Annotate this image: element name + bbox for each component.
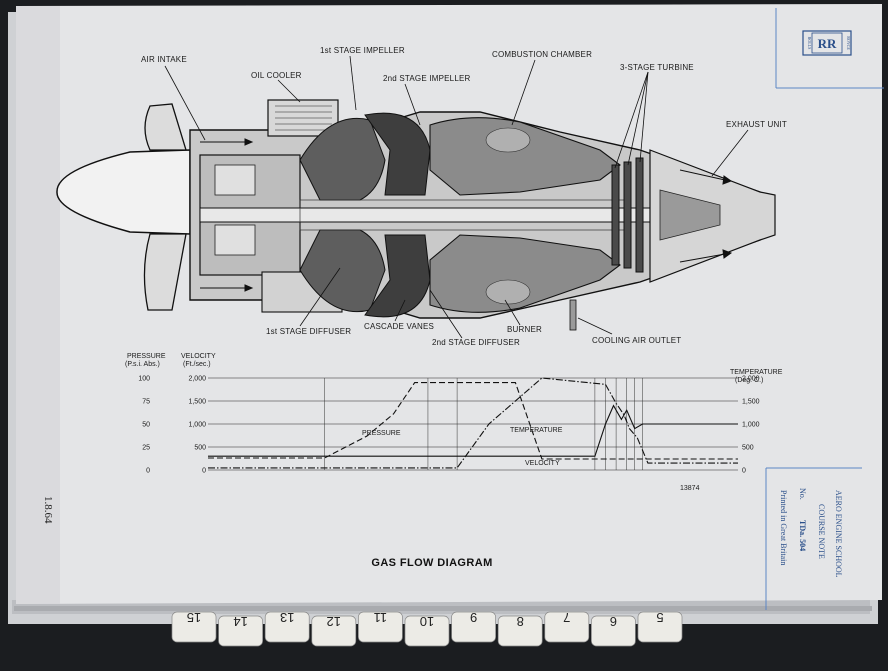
pressure-tick: 75 (142, 399, 150, 406)
airflow-arrows (200, 138, 733, 292)
pressure-tick: 0 (146, 468, 150, 475)
rr-logo-icon: RR ROLLS ROYCE (802, 30, 852, 56)
index-tab-number: 10 (420, 614, 434, 629)
label-air-intake: AIR INTAKE (141, 55, 187, 64)
drawing-reference: 13874 (680, 485, 700, 492)
series-pressure (208, 382, 738, 460)
index-tab-9: 9 (451, 610, 496, 643)
pressure-axis-unit: (P.s.i. Abs.) (125, 361, 160, 368)
printed-in-great-britain: Printed in Great Britain (779, 490, 788, 565)
velocity-tick: 2,000 (188, 376, 206, 383)
label-first-stage-diffuser: 1st STAGE DIFFUSER (266, 327, 351, 336)
index-tab-number: 7 (563, 610, 570, 625)
label-cascade-vanes: CASCADE VANES (364, 322, 434, 331)
label-oil-cooler: OIL COOLER (251, 71, 302, 80)
cooling-air-outlet (569, 299, 577, 331)
index-tab-number: 6 (610, 614, 617, 629)
index-tab-number: 5 (656, 610, 663, 625)
logo-left-word: ROLLS (807, 37, 812, 50)
index-tabs: 15 14 13 12 11 10 9 8 7 6 5 (171, 610, 683, 647)
logo-letters: RR (818, 36, 837, 51)
index-tab-number: 14 (233, 614, 247, 629)
index-tab-14: 14 (218, 614, 263, 647)
pressure-tick: 50 (142, 422, 150, 429)
course-note-no-label: No. (798, 488, 807, 500)
velocity-axis-title: VELOCITY (181, 353, 216, 360)
leader-lines (164, 55, 749, 339)
series-velocity (208, 404, 738, 457)
course-note-number: TDa. 504 (798, 520, 807, 551)
series-temperature (208, 377, 738, 469)
gas-flow-chart: PRESSURE (P.s.i. Abs.) VELOCITY (Ft./sec… (125, 353, 783, 492)
annotation-temperature: TEMPERATURE (510, 427, 563, 434)
index-tab-number: 11 (374, 610, 388, 625)
velocity-tick: 1,500 (188, 399, 206, 406)
combustion-chamber-lower (429, 234, 621, 313)
label-three-stage-turbine: 3-STAGE TURBINE (620, 63, 694, 72)
velocity-axis-unit: (Ft./sec.) (183, 361, 211, 368)
label-exhaust-unit: EXHAUST UNIT (726, 120, 787, 129)
temperature-tick: 0 (742, 468, 746, 475)
chart-series (208, 377, 738, 469)
label-second-stage-diffuser: 2nd STAGE DIFFUSER (432, 338, 520, 347)
label-first-stage-impeller: 1st STAGE IMPELLER (320, 46, 405, 55)
index-tab-5: 5 (637, 610, 683, 643)
index-tab-12: 12 (311, 614, 357, 647)
combustion-chamber-upper (429, 117, 621, 196)
index-tab-number: 15 (187, 610, 201, 625)
index-tab-7: 7 (544, 610, 590, 643)
flame-upper (485, 127, 531, 153)
label-second-stage-impeller: 2nd STAGE IMPELLER (383, 74, 471, 83)
engine-cross-section (56, 99, 776, 331)
index-tab-8: 8 (497, 614, 543, 647)
index-tab-10: 10 (404, 614, 450, 647)
annotation-velocity: VELOCITY (525, 460, 560, 467)
label-burner: BURNER (507, 325, 542, 334)
propeller-blade-upper (144, 103, 187, 151)
chart-ticks: 100 2,000 2,000 75 1,500 1,500 50 1,000 1,000 25 5… (138, 376, 759, 475)
propeller-blade-lower (143, 233, 187, 311)
temperature-tick: 1,500 (742, 399, 760, 406)
course-note-box: AERO ENGINE SCHOOL COURSE NOTE No. TDa. … (765, 467, 862, 610)
temperature-tick: 1,000 (742, 422, 760, 429)
velocity-tick: 500 (194, 445, 206, 452)
index-tab-number: 12 (327, 614, 341, 629)
component-labels: AIR INTAKE OIL COOLER 1st STAGE IMPELLER… (141, 46, 787, 347)
index-tab-6: 6 (591, 614, 636, 647)
pressure-tick: 100 (138, 376, 150, 383)
velocity-tick: 0 (202, 468, 206, 475)
label-cooling-air-outlet: COOLING AIR OUTLET (592, 336, 681, 345)
index-tab-number: 13 (280, 610, 294, 625)
logo-right-word: ROYCE (846, 36, 851, 50)
index-tab-11: 11 (358, 610, 403, 643)
index-tab-15: 15 (171, 610, 217, 643)
pressure-axis-title: PRESSURE (127, 353, 166, 360)
temperature-axis-title: TEMPERATURE (730, 369, 783, 376)
annotation-pressure: PRESSURE (362, 430, 401, 437)
three-stage-turbine (611, 157, 644, 273)
page-number: 1.8.64 (42, 496, 54, 524)
course-note-line1: AERO ENGINE SCHOOL (834, 490, 843, 578)
propeller-spinner (56, 149, 191, 235)
cascade-vanes (364, 234, 431, 318)
main-shaft (199, 207, 661, 223)
rolls-royce-logo-box: RR ROLLS ROYCE (775, 8, 884, 89)
first-stage-impeller (299, 117, 386, 201)
diagram-title: GAS FLOW DIAGRAM (371, 557, 492, 569)
temperature-tick: 2,000 (742, 376, 760, 383)
burner (485, 279, 531, 305)
velocity-tick: 1,000 (188, 422, 206, 429)
temperature-axis-unit: (Deg. C.) (735, 377, 763, 384)
course-note-line2: COURSE NOTE (817, 504, 826, 559)
label-combustion-chamber: COMBUSTION CHAMBER (492, 50, 592, 59)
second-stage-impeller (364, 112, 431, 196)
index-tab-number: 9 (470, 610, 477, 625)
temperature-tick: 500 (742, 445, 754, 452)
index-tab-13: 13 (264, 610, 310, 643)
pressure-tick: 25 (142, 445, 150, 452)
index-tab-number: 8 (517, 614, 524, 629)
